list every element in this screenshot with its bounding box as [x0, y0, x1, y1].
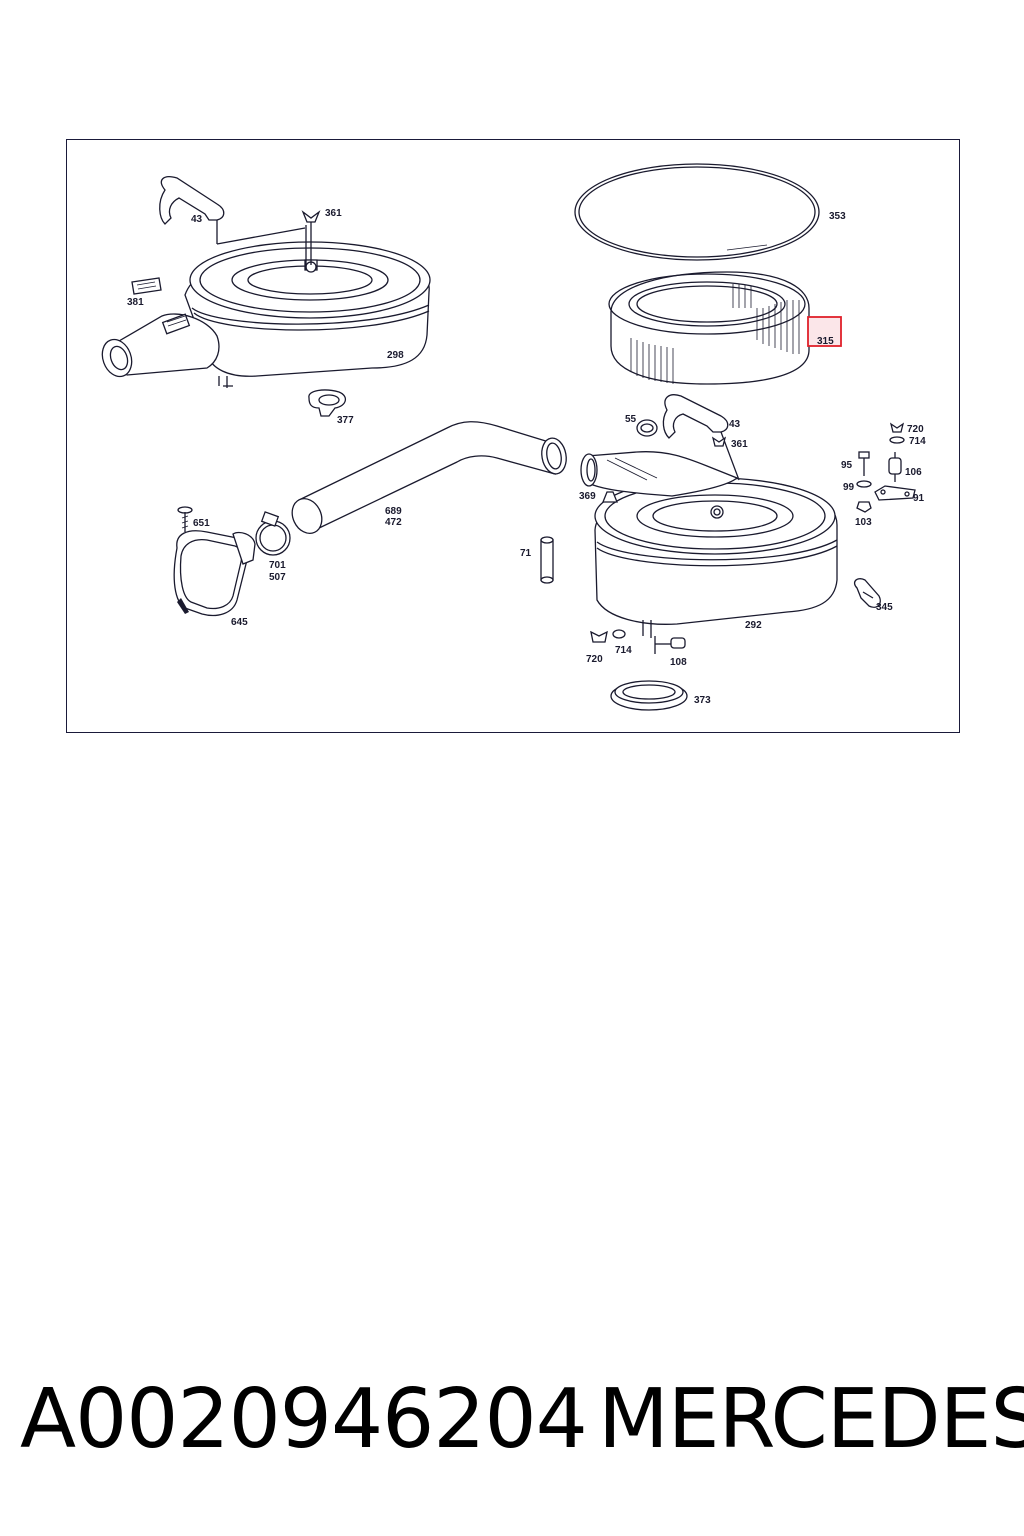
- intake-snout-369: [580, 451, 739, 497]
- callout-345: 345: [876, 602, 893, 613]
- hose-loop-377: [308, 389, 346, 417]
- intake-adapter-645: [173, 530, 256, 617]
- callout-714-top: 714: [909, 436, 926, 447]
- seal-ring-373: [610, 680, 688, 711]
- wing-nut-720-bottom: [590, 630, 608, 643]
- intake-pipe-689: [291, 421, 567, 535]
- bracket-43-left: [159, 176, 306, 245]
- callout-381: 381: [127, 297, 144, 308]
- callout-43-left: 43: [191, 214, 203, 225]
- callout-377: 377: [337, 415, 354, 426]
- callout-701: 701: [269, 560, 286, 571]
- air-cleaner-housing-292: [594, 477, 838, 638]
- clip-345: [853, 578, 881, 608]
- callout-55: 55: [625, 414, 637, 425]
- cap-369: [602, 491, 618, 503]
- brand-text: MERCEDES: [598, 1372, 1024, 1467]
- highlight-box-315: [807, 316, 842, 347]
- callout-103: 103: [855, 517, 872, 528]
- mount-108: [654, 636, 686, 654]
- callout-108: 108: [670, 657, 687, 668]
- callout-361-left: 361: [325, 208, 342, 219]
- callout-645: 645: [231, 617, 248, 628]
- parts-diagram-frame: 43 361 381 298 377 353 315 55 43 361 720…: [66, 139, 960, 733]
- label-plate-381: [131, 277, 162, 295]
- callout-651: 651: [193, 518, 210, 529]
- callout-91: 91: [913, 493, 925, 504]
- tube-71: [540, 536, 554, 584]
- callout-689: 689: [385, 506, 402, 517]
- callout-507: 507: [269, 572, 286, 583]
- mount-106: [888, 452, 902, 482]
- callout-71: 71: [520, 548, 532, 559]
- callout-106: 106: [905, 467, 922, 478]
- callout-315: 315: [817, 336, 834, 347]
- filter-element-315: [608, 271, 810, 385]
- washer-714-bottom: [612, 629, 626, 639]
- callout-373: 373: [694, 695, 711, 706]
- clamp-55: [636, 419, 658, 437]
- callout-714-bottom: 714: [615, 645, 632, 656]
- wing-nut-720-top: [889, 422, 905, 433]
- wing-nut-361-right: [711, 436, 727, 447]
- callout-99: 99: [843, 482, 855, 493]
- bolt-95: [858, 451, 870, 476]
- plate-91: [874, 485, 916, 501]
- callout-369: 369: [579, 491, 596, 502]
- callout-95: 95: [841, 460, 853, 471]
- callout-472: 472: [385, 517, 402, 528]
- callout-361-right: 361: [731, 439, 748, 450]
- nut-103: [856, 501, 872, 513]
- screw-651: [177, 506, 193, 532]
- sealing-ring-353: [574, 163, 820, 261]
- washer-714-top: [889, 436, 905, 444]
- hose-clamp-701: [255, 511, 291, 556]
- callout-720-bottom: 720: [586, 654, 603, 665]
- air-filter-exploded-diagram: 43 361 381 298 377 353 315 55 43 361 720…: [101, 163, 926, 711]
- callout-720-top: 720: [907, 424, 924, 435]
- washer-99: [856, 480, 872, 488]
- callout-43-right: 43: [729, 419, 741, 430]
- part-number-text: A0020946204: [20, 1372, 588, 1467]
- callout-292: 292: [745, 620, 762, 631]
- air-cleaner-housing-298: [101, 210, 431, 388]
- caption-bar: A0020946204 MERCEDES: [0, 1370, 1024, 1480]
- callout-298: 298: [387, 350, 404, 361]
- callout-353: 353: [829, 211, 846, 222]
